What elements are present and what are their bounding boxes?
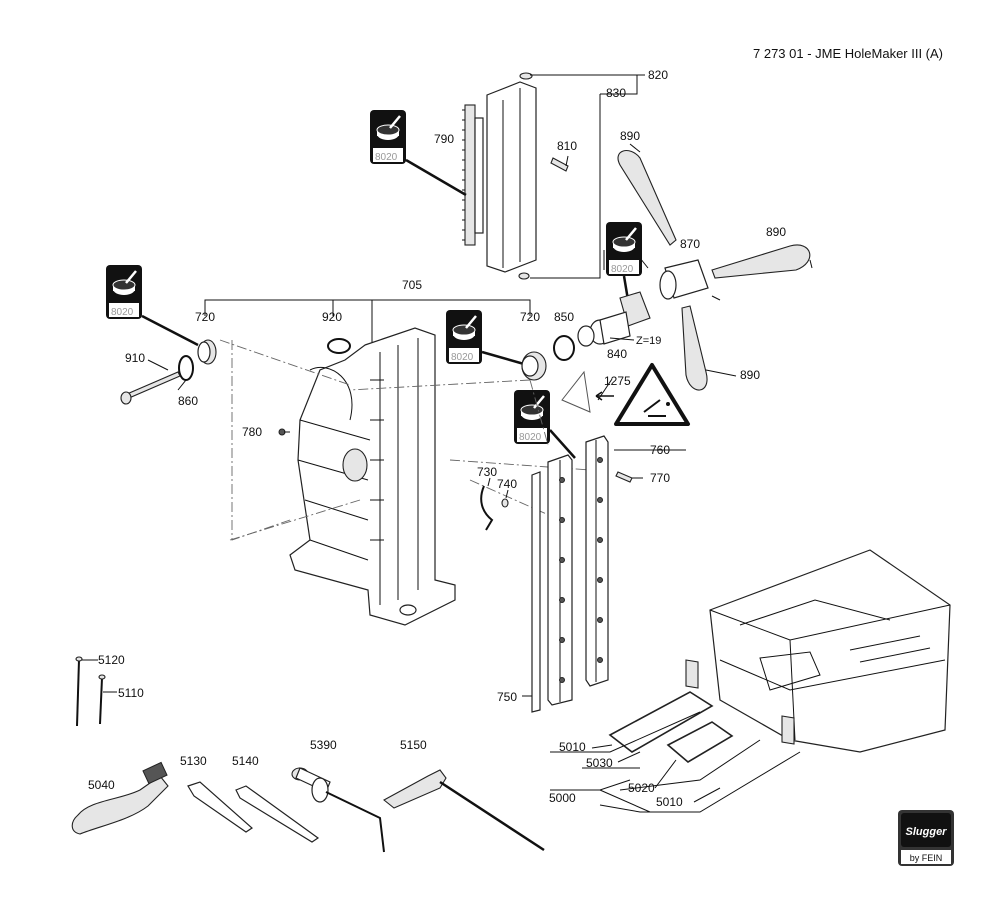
callout-820: 820	[648, 68, 668, 82]
callout-870: 870	[680, 237, 700, 251]
callout-830: 830	[606, 86, 626, 100]
svg-text:8020: 8020	[111, 307, 134, 318]
svg-text:8020: 8020	[375, 152, 398, 163]
direction-triangle	[561, 370, 591, 413]
hex-key-5130	[187, 781, 253, 833]
rail-760-left	[547, 454, 573, 706]
callout-5040: 5040	[88, 778, 115, 792]
t-handle-key-5150	[383, 769, 545, 852]
callout-740: 740	[497, 477, 517, 491]
latch-right	[781, 715, 795, 745]
ring-920	[327, 338, 351, 354]
pinion-840	[577, 291, 651, 347]
callout-labels: 820 830 790 810 890 890 870 890 705 720 …	[88, 68, 786, 809]
drawing-title: 7 273 01 - JME HoleMaker III (A)	[753, 46, 943, 61]
brand-logo: Slugger by FEIN	[898, 810, 954, 866]
callout-5110: 5110	[118, 686, 144, 700]
hex-key-5140	[235, 785, 320, 843]
spring-730	[480, 485, 494, 531]
handle-890-bottom	[681, 305, 708, 391]
pin-5110	[98, 674, 106, 725]
callout-5010-top: 5010	[559, 740, 586, 754]
strap-5040	[71, 761, 169, 835]
grease-badge-rails: 8020	[512, 388, 552, 446]
guide-830	[486, 72, 537, 280]
ring-720-right	[521, 351, 547, 381]
callout-5390: 5390	[310, 738, 337, 752]
warning-triangle-icon	[614, 363, 690, 426]
strip-750	[531, 471, 541, 713]
callout-705: 705	[402, 278, 422, 292]
ring-860	[178, 355, 194, 381]
grease-badge-mid: 8020	[444, 308, 484, 366]
callout-5150: 5150	[400, 738, 427, 752]
callout-860: 860	[178, 394, 198, 408]
callout-z19: Z=19	[636, 335, 661, 347]
callout-910: 910	[125, 351, 145, 365]
hub-870	[659, 259, 709, 300]
svg-text:Slugger: Slugger	[906, 826, 948, 838]
callout-1275: 1275	[604, 374, 631, 388]
ring-720-left	[197, 339, 217, 365]
callout-720-left: 720	[195, 310, 215, 324]
callout-890-right: 890	[766, 225, 786, 239]
grease-badge-crank: 8020	[604, 220, 644, 278]
callout-5140: 5140	[232, 754, 259, 768]
callout-5120: 5120	[98, 653, 125, 667]
screw-770	[615, 471, 633, 483]
handle-890-right	[711, 244, 811, 279]
callout-790: 790	[434, 132, 454, 146]
foam-5020	[666, 721, 734, 763]
callout-5030: 5030	[586, 756, 613, 770]
rack-790	[462, 104, 484, 246]
screw-740	[501, 498, 509, 508]
grease-badge-rack: 8020	[368, 108, 408, 166]
bolt-910	[120, 371, 181, 405]
callout-750: 750	[497, 690, 517, 704]
callout-730: 730	[477, 465, 497, 479]
screw-810	[550, 157, 569, 172]
housing-705	[289, 327, 456, 626]
ring-850	[553, 335, 575, 361]
latch-left	[685, 659, 699, 689]
svg-text:8020: 8020	[451, 352, 474, 363]
callout-920: 920	[322, 310, 342, 324]
callout-780: 780	[242, 425, 262, 439]
foam-5030	[608, 691, 714, 753]
rail-760-right	[585, 435, 609, 687]
callout-5020: 5020	[628, 781, 655, 795]
pin-5120	[75, 656, 83, 727]
svg-text:8020: 8020	[519, 432, 542, 443]
callout-720-right: 720	[520, 310, 540, 324]
callout-770: 770	[650, 471, 670, 485]
callout-5130: 5130	[180, 754, 207, 768]
carrying-case	[709, 549, 951, 753]
callout-5010-bottom: 5010	[656, 795, 683, 809]
callout-890-top: 890	[620, 129, 640, 143]
centering-pin-5390	[291, 767, 385, 853]
callout-890-bottom: 890	[740, 368, 760, 382]
handle-890-top	[617, 150, 677, 246]
grease-badge-left: 8020	[104, 263, 144, 321]
callout-850: 850	[554, 310, 574, 324]
callout-810: 810	[557, 139, 577, 153]
callout-840: 840	[607, 347, 627, 361]
callout-760: 760	[650, 443, 670, 457]
svg-text:8020: 8020	[611, 264, 634, 275]
svg-text:by FEIN: by FEIN	[910, 853, 943, 863]
callout-5000: 5000	[549, 791, 576, 805]
